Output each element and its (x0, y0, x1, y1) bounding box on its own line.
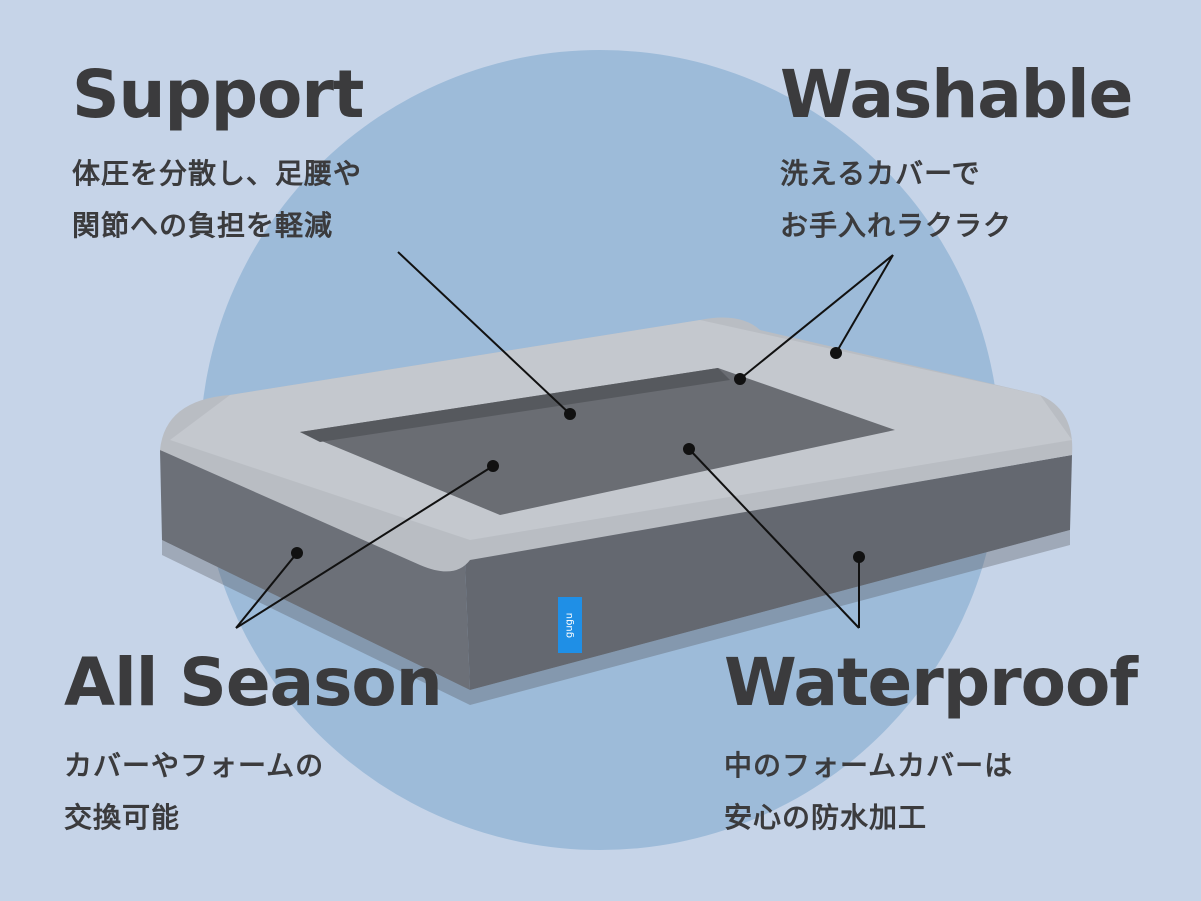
bed-cushion (300, 368, 895, 515)
support-title: Support (72, 56, 364, 133)
all-season-desc-line2: 交換可能 (64, 801, 181, 834)
allseason-callout-line-1 (235, 465, 494, 629)
waterproof-feature: Waterproof 中のフォームカバーは 安心の防水加工 (724, 644, 1138, 844)
callout-lines (235, 251, 894, 629)
allseason-dot-2 (291, 547, 303, 559)
waterproof-desc-line1: 中のフォームカバーは (724, 749, 1014, 782)
waterproof-callout-line-1 (688, 448, 860, 629)
support-callout-line (397, 251, 571, 415)
bed-base-shadow (162, 530, 1070, 705)
washable-callout-line-2 (835, 254, 894, 354)
washable-title: Washable (780, 56, 1133, 133)
bed-side-right (465, 455, 1072, 690)
allseason-callout-line-2 (235, 552, 298, 629)
waterproof-dot-2 (853, 551, 865, 563)
washable-desc-line2: お手入れラクラク (780, 209, 1013, 242)
support-dot (564, 408, 576, 420)
washable-feature: Washable 洗えるカバーで お手入れラクラク (780, 56, 1133, 252)
support-desc-line2: 関節への負担を軽減 (72, 209, 334, 242)
support-feature: Support 体圧を分散し、足腰や 関節への負担を軽減 (72, 56, 364, 252)
callout-dots (291, 347, 865, 563)
waterproof-desc-line2: 安心の防水加工 (724, 801, 928, 834)
waterproof-dot-1 (683, 443, 695, 455)
washable-dot-1 (734, 373, 746, 385)
brand-tag: gugu (558, 597, 582, 653)
allseason-dot-1 (487, 460, 499, 472)
waterproof-title: Waterproof (724, 644, 1138, 721)
bed-side-front (160, 450, 470, 690)
bed-cushion-shade (300, 368, 730, 442)
washable-desc-line1: 洗えるカバーで (780, 157, 981, 190)
support-desc-line1: 体圧を分散し、足腰や (72, 157, 363, 190)
all-season-desc-line1: カバーやフォームの (64, 749, 325, 782)
washable-dot-2 (830, 347, 842, 359)
all-season-feature: All Season カバーやフォームの 交換可能 (64, 644, 443, 844)
all-season-title: All Season (64, 644, 443, 721)
washable-callout-line-1 (739, 254, 894, 380)
